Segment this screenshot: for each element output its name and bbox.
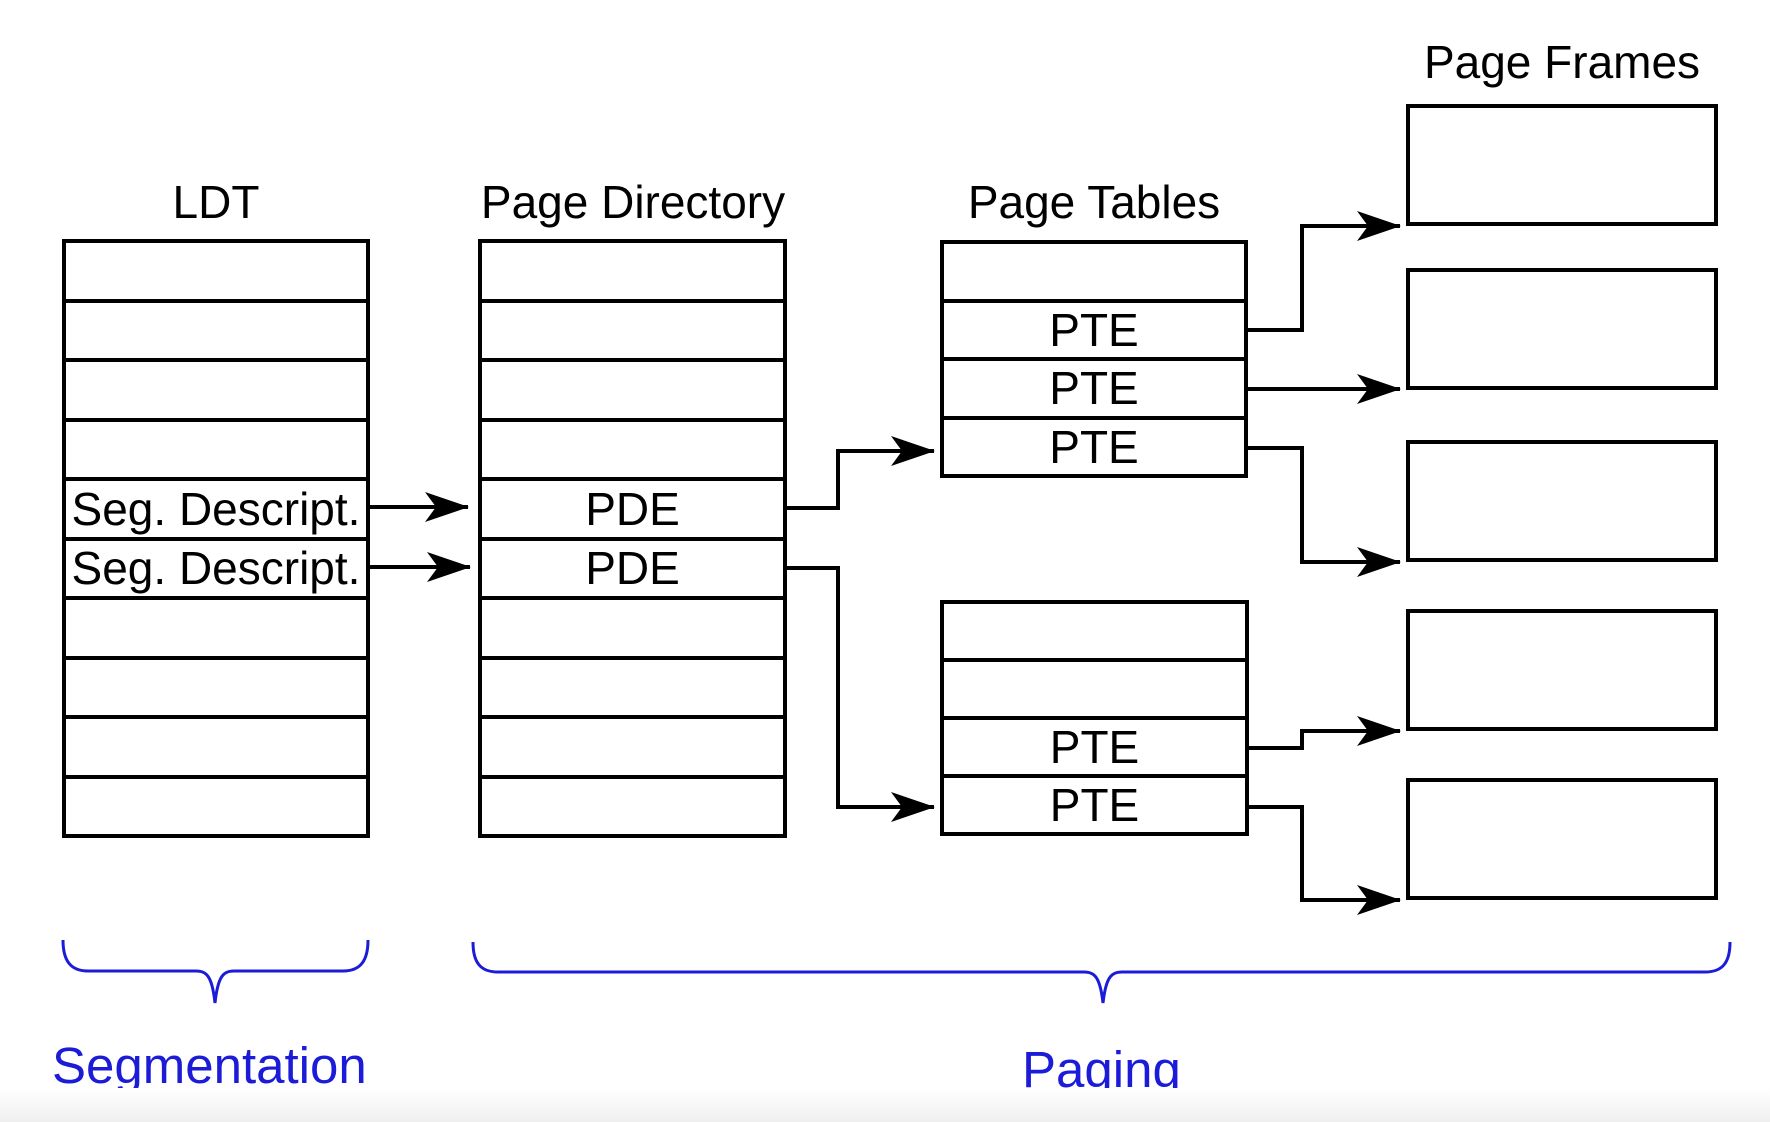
- page-tables-title: Page Tables: [967, 176, 1221, 228]
- page-directory-row-pde: PDE: [482, 477, 783, 537]
- page-frame-2: [1406, 268, 1718, 390]
- paging-label: Paging: [1022, 1041, 1181, 1098]
- page-directory-row: [482, 243, 783, 299]
- page-table-row-pte: PTE: [944, 415, 1244, 475]
- ldt-row: [66, 774, 366, 835]
- ldt-table: Seg. Descript. Seg. Descript.: [62, 239, 370, 838]
- page-table-row-pte: PTE: [944, 357, 1244, 416]
- ldt-row: [66, 358, 366, 418]
- page-directory-row-pde: PDE: [482, 536, 783, 597]
- arrow-pde1-to-upper-page-table: [787, 436, 935, 510]
- arrow-pte4-to-frame4: [1249, 716, 1401, 750]
- page-table-row-pte: PTE: [944, 774, 1245, 832]
- ldt-row-seg-descriptor: Seg. Descript.: [66, 536, 366, 597]
- arrow-pte5-to-frame5: [1249, 805, 1401, 915]
- page-table-lower: PTE PTE: [940, 600, 1249, 836]
- page-table-row: [944, 658, 1245, 716]
- arrow-pte3-to-frame3: [1248, 446, 1401, 577]
- paging-brace: [471, 941, 1732, 1004]
- page-table-upper: PTE PTE PTE: [940, 240, 1248, 478]
- page-frames-title: Page Frames: [1423, 36, 1701, 88]
- page-frame-5: [1406, 778, 1718, 900]
- ldt-row: [66, 715, 366, 775]
- ldt-row: [66, 243, 366, 299]
- arrow-pte1-to-frame1: [1248, 211, 1401, 332]
- page-directory-row: [482, 358, 783, 418]
- ldt-row-seg-descriptor: Seg. Descript.: [66, 477, 366, 537]
- page-frame-3: [1406, 440, 1718, 562]
- ldt-row: [66, 596, 366, 656]
- page-directory-row: [482, 298, 783, 359]
- ldt-row: [66, 298, 366, 359]
- ldt-row: [66, 655, 366, 716]
- page-directory-row: [482, 715, 783, 775]
- ldt-row: [66, 417, 366, 478]
- segmentation-label: Segmentation: [52, 1037, 367, 1094]
- page-table-row: [944, 604, 1245, 658]
- arrow-pde2-to-lower-page-table: [787, 566, 935, 822]
- page-directory-row: [482, 596, 783, 656]
- page-directory-table: PDE PDE: [478, 239, 787, 838]
- bottom-shade-band: [0, 1088, 1770, 1122]
- segmentation-brace: [61, 939, 370, 1004]
- page-table-row-pte: PTE: [944, 298, 1244, 358]
- page-directory-title: Page Directory: [480, 176, 786, 228]
- page-table-row-pte: PTE: [944, 716, 1245, 774]
- page-directory-row: [482, 774, 783, 835]
- page-frame-4: [1406, 609, 1718, 731]
- ldt-title: LDT: [172, 176, 260, 228]
- page-frame-1: [1406, 104, 1718, 226]
- page-table-row: [944, 244, 1244, 299]
- page-directory-row: [482, 655, 783, 716]
- page-directory-row: [482, 417, 783, 478]
